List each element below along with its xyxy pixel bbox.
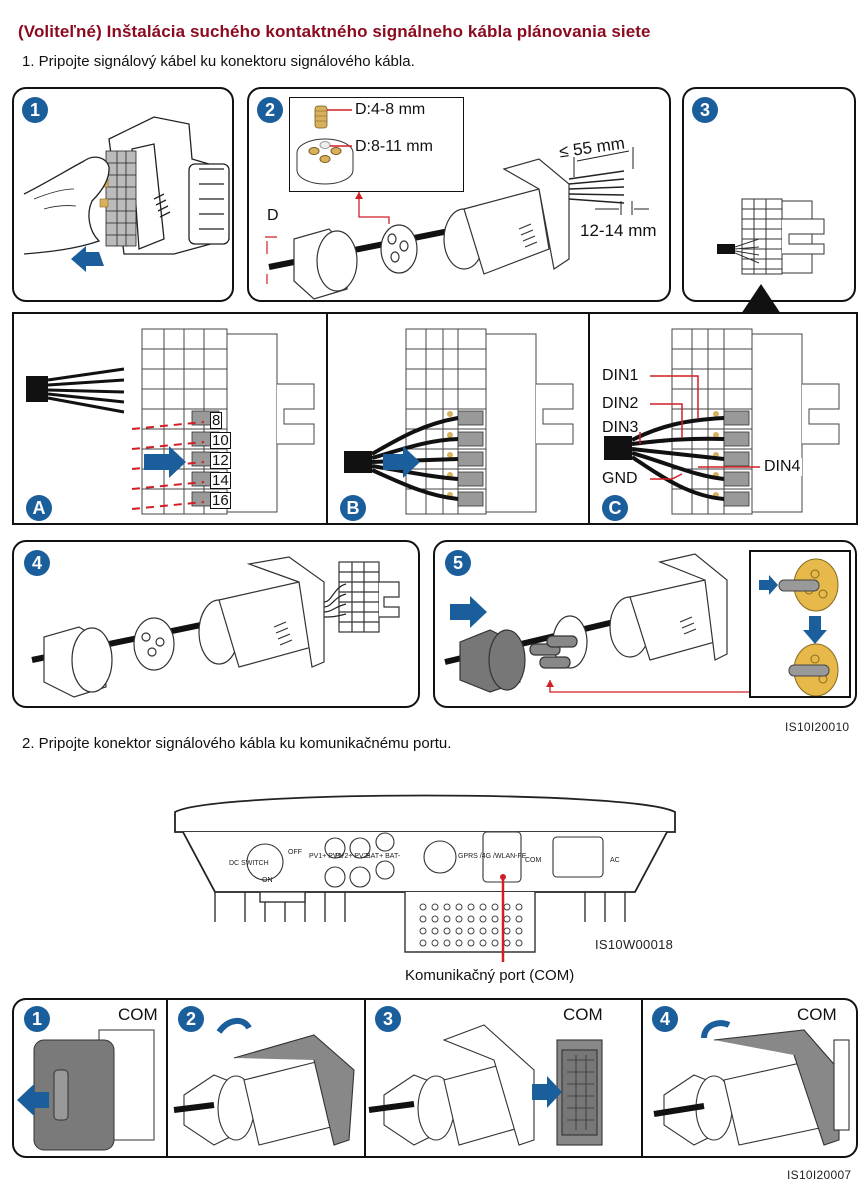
port-label: COM xyxy=(525,857,542,864)
port-label: PV2+ PV2- xyxy=(335,853,370,860)
insert-arrow-icon xyxy=(383,446,420,478)
inverter-bottom-view xyxy=(174,794,676,962)
step5-panel-insert-seal: 5 xyxy=(433,540,857,708)
step-badge: 2 xyxy=(257,97,283,123)
assembly-illustration xyxy=(31,556,400,698)
pin-number: 12 xyxy=(210,452,231,469)
pin-number: 14 xyxy=(210,472,231,489)
port-label: OFF xyxy=(288,849,302,856)
step-badge: 4 xyxy=(24,550,50,576)
port-label: PV1+ PV1- xyxy=(309,853,344,860)
step2-panel-cable-prep: 2 D:4-8 mm D:8-11 mm xyxy=(247,87,671,302)
step-badge: 3 xyxy=(375,1006,401,1032)
remove-cap-arrow-icon xyxy=(17,1084,49,1116)
wire-strip-label: 12-14 mm xyxy=(580,221,657,240)
figure-code: IS10W00018 xyxy=(595,937,674,952)
seal-ring-icon xyxy=(788,643,839,696)
step-badge: B xyxy=(340,495,366,521)
step-badge: 1 xyxy=(22,97,48,123)
port-label: ON xyxy=(262,877,273,884)
port-label: BAT+ BAT- xyxy=(366,853,400,860)
step-badge: 2 xyxy=(178,1006,204,1032)
wiring-step-a-illustration xyxy=(26,328,315,515)
cable-assembly-illustration xyxy=(265,147,649,300)
wire-label-din4: DIN4 xyxy=(762,458,803,476)
com-label: COM xyxy=(118,1005,158,1024)
pin-number: 8 xyxy=(210,412,223,429)
figure-code: IS10I20010 xyxy=(785,720,850,734)
step-badge: 1 xyxy=(24,1006,50,1032)
dc-switch-knob xyxy=(246,843,284,881)
wire-label-din1: DIN1 xyxy=(602,367,639,384)
page-title: (Voliteľné) Inštalácia suchého kontaktné… xyxy=(18,22,651,41)
rotate-arrow-icon xyxy=(701,1020,731,1039)
step-badge: C xyxy=(602,495,628,521)
ac-port xyxy=(552,836,604,878)
wiring-step-c-illustration xyxy=(604,328,840,515)
expand-pointer-icon xyxy=(741,284,781,314)
port-label: GPRS /4G /WLAN-FE xyxy=(458,853,526,860)
step-badge: 3 xyxy=(692,97,718,123)
pin-number: 16 xyxy=(210,492,231,509)
seal-plug-icon xyxy=(314,105,328,129)
seal-large-diameter-label: D:8-11 mm xyxy=(355,138,433,155)
step-2-instruction: 2. Pripojte konektor signálového kábla k… xyxy=(22,735,452,752)
wiring-step-b-illustration xyxy=(344,328,574,515)
com-connection-illustrations xyxy=(17,1018,850,1151)
step-badge: A xyxy=(26,495,52,521)
seal-inset: D:4-8 mm D:8-11 mm xyxy=(289,97,464,192)
wire-label-din2: DIN2 xyxy=(602,395,639,412)
seal-small-diameter-label: D:4-8 mm xyxy=(355,101,426,118)
seal-insert-illustration xyxy=(444,553,749,693)
step4-panel-assemble: 4 xyxy=(12,540,420,708)
step-badge: 5 xyxy=(445,550,471,576)
step1-panel-remove-connector: 1 xyxy=(12,87,234,302)
figure-code: IS10I20007 xyxy=(787,1168,852,1182)
seal-insert-inset xyxy=(749,550,851,698)
pull-arrow-icon xyxy=(71,246,104,272)
com-label: COM xyxy=(797,1005,837,1024)
wire-label-din3: DIN3 xyxy=(602,419,639,436)
down-arrow-icon xyxy=(803,616,827,644)
insert-arrow-icon xyxy=(532,1076,562,1108)
rotate-arrow-icon xyxy=(216,1018,252,1034)
pin-number: 10 xyxy=(210,432,231,449)
step-1-instruction: 1. Pripojte signálový kábel ku konektoru… xyxy=(22,53,415,70)
wire-label-gnd: GND xyxy=(602,470,638,487)
com-connection-row: 1 COM 2 3 COM 4 COM xyxy=(12,998,858,1158)
com-port-callout: Komunikačný port (COM) xyxy=(405,967,575,984)
wiring-detail-row: A 8 10 12 14 16 B xyxy=(12,312,858,525)
push-arrow-icon xyxy=(450,596,487,628)
seal-ring-icon xyxy=(778,558,839,612)
port-label: AC xyxy=(610,857,620,864)
diameter-label: D xyxy=(267,207,279,224)
port-label: DC SWITCH xyxy=(229,860,269,867)
connector-removal-illustration xyxy=(23,116,230,272)
terminal-block-illustration xyxy=(717,198,825,275)
step3-panel-terminal-block: 3 xyxy=(682,87,856,302)
insert-arrow-icon xyxy=(759,575,778,595)
insert-arrow-icon xyxy=(144,446,186,478)
com-label: COM xyxy=(563,1005,603,1024)
step-badge: 4 xyxy=(652,1006,678,1032)
